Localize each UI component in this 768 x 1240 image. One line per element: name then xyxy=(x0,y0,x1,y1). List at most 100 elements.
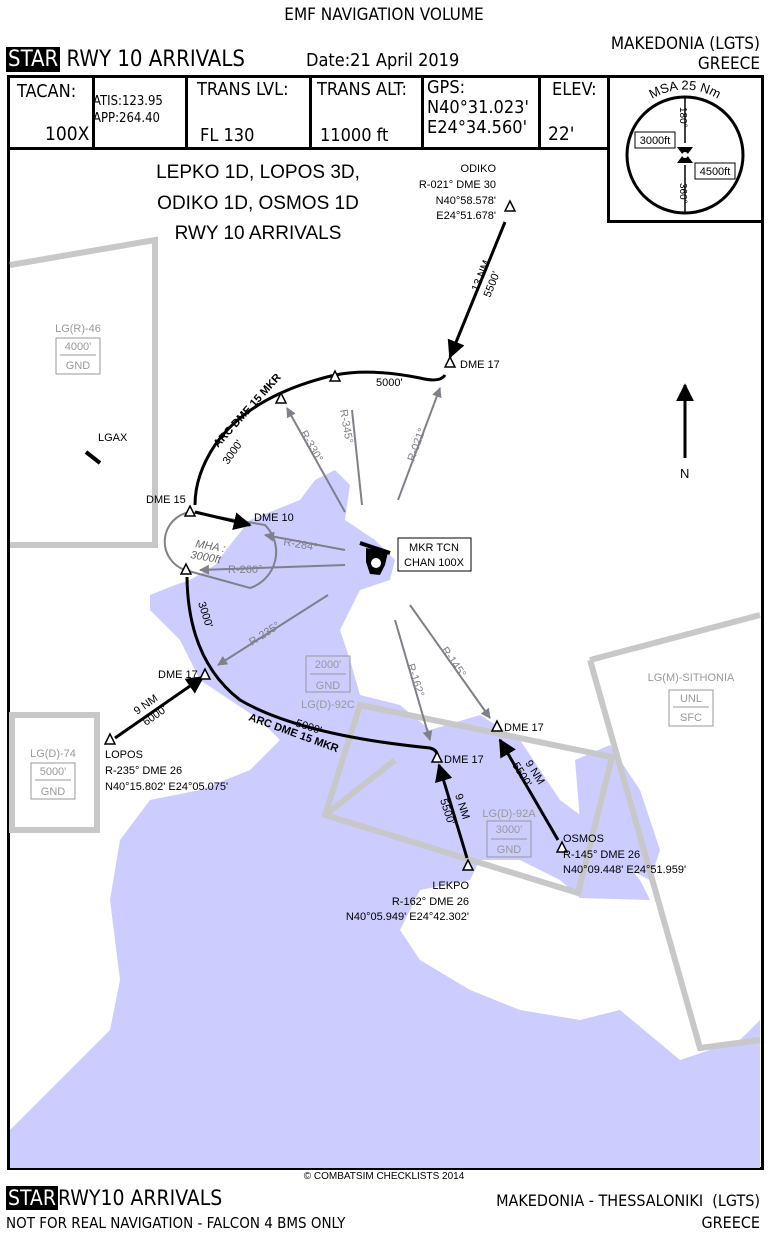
fix-dme17-west: DME 17 xyxy=(158,669,198,681)
footer-disclaimer: NOT FOR REAL NAVIGATION - FALCON 4 BMS O… xyxy=(6,1214,346,1232)
trans-alt-value: 11000 ft xyxy=(320,125,389,146)
msa-alt-east: 4500ft xyxy=(700,166,731,178)
airspace-d92c-top: 2000' xyxy=(315,659,342,671)
country-name: GREECE xyxy=(697,54,760,74)
radial-345-label: R-345° xyxy=(337,408,355,444)
lgax-runway-icon xyxy=(84,450,102,465)
msa-radial-360: 360° xyxy=(677,183,688,204)
arc-north-label: ARC DME 15 MKR xyxy=(211,372,283,450)
chart-title-line-1: LEPKO 1D, LOPOS 3D, xyxy=(156,162,360,183)
osmos-coords: N40°09.448' E24°51.959' xyxy=(563,864,686,876)
fix-dme17-south: DME 17 xyxy=(444,754,484,766)
airspace-d92c-bottom: GND xyxy=(316,680,341,692)
gps-lat: N40°31.023' xyxy=(427,97,529,118)
procedure-name: RWY 10 ARRIVALS xyxy=(66,47,245,72)
lekpo-coords: N40°05.949' E24°42.302' xyxy=(346,911,469,923)
airspace-r46-top: 4000' xyxy=(65,341,92,353)
fix-dme17-southeast: DME 17 xyxy=(504,722,544,734)
msa-title-text: MSA 25 Nm xyxy=(646,78,723,102)
chart-title-line-3: RWY 10 ARRIVALS xyxy=(175,223,342,244)
navaid-name: MKR TCN xyxy=(409,542,459,554)
waypoint-lekpo: LEKPO R-162° DME 26 N40°05.949' E24°42.3… xyxy=(346,880,470,923)
star-badge: STAR xyxy=(6,47,61,72)
airspace-boundaries xyxy=(9,236,761,1052)
footer-star-badge: STAR xyxy=(6,1186,58,1210)
tacan-value: 100X xyxy=(45,123,90,145)
gps-block: GPS:N40°31.023'E24°34.560' xyxy=(427,78,529,138)
waypoint-odiko: ODIKO R-021° DME 30 N40°58.578' E24°51.6… xyxy=(419,163,497,222)
chart-title: LEPKO 1D, LOPOS 3D, ODIKO 1D, OSMOS 1D R… xyxy=(156,162,360,244)
waypoint-lopos: LOPOS R-235° DME 26 N40°15.802' E24°05.0… xyxy=(105,749,228,793)
footer-airport-block: MAKEDONIA - THESSALONIKI (LGTS) GREECE xyxy=(496,1190,760,1234)
trans-lvl-value: FL 130 xyxy=(200,125,255,146)
odiko-name: ODIKO xyxy=(461,163,497,175)
radial-162-label: R-162° xyxy=(404,662,426,698)
radial-260-label: R-260° xyxy=(228,564,262,576)
fix-dme10: DME 10 xyxy=(254,512,294,524)
airspace-d74-bottom: GND xyxy=(41,786,66,798)
msa-diagram: MSA 25 Nm 180° 360° 3000ft 4500ft xyxy=(625,78,745,215)
airspace-label-boxes xyxy=(30,337,714,858)
footer-title: STARRWY10 ARRIVALS xyxy=(6,1186,222,1210)
airspace-d92c-name: LG(D)-92C xyxy=(301,699,355,711)
trans-lvl-label: TRANS LVL: xyxy=(197,79,289,100)
tacan-symbol-icon xyxy=(359,541,391,575)
date-label: Date: xyxy=(306,50,351,71)
radial-labels: R-021° R-345° R-330° R-284° R-260° R-235… xyxy=(228,408,468,698)
airspace-r46-name: LG(R)-46 xyxy=(55,323,101,335)
lopos-radial: R-235° DME 26 xyxy=(105,765,182,777)
msa-title: MSA 25 Nm xyxy=(646,78,723,102)
gps-lon: E24°34.560' xyxy=(427,117,528,138)
radial-145-label: R-145° xyxy=(439,645,469,680)
water-area-east xyxy=(575,745,660,880)
airspace-d74-top: 5000' xyxy=(40,766,67,778)
footer-airport: MAKEDONIA - THESSALONIKI (LGTS) xyxy=(496,1191,760,1210)
msa-radial-180: 180° xyxy=(677,107,688,128)
footer-procedure: RWY10 ARRIVALS xyxy=(57,1186,223,1210)
volume-title: EMF NAVIGATION VOLUME xyxy=(284,5,484,25)
holding-mha-value: 3000ft xyxy=(189,549,222,566)
fix-dme15: DME 15 xyxy=(146,494,186,506)
navaid-channel: CHAN 100X xyxy=(404,557,465,569)
airspace-d92a-top: 3000' xyxy=(496,824,523,836)
osmos-name: OSMOS xyxy=(563,833,604,845)
lgax-label: LGAX xyxy=(98,432,128,444)
navaid-box xyxy=(397,537,472,572)
airspace-d74-name: LG(D)-74 xyxy=(30,748,76,760)
radial-021-label: R-021° xyxy=(406,427,429,463)
trans-alt-label: TRANS ALT: xyxy=(317,79,407,100)
gps-label: GPS: xyxy=(427,77,466,98)
airport-block: MAKEDONIA (LGTS) GREECE xyxy=(611,34,760,74)
app-freq: APP:264.40 xyxy=(93,111,160,126)
waypoint-labels: ODIKO R-021° DME 30 N40°58.578' E24°51.6… xyxy=(98,163,689,923)
airspace-sithonia-top: UNL xyxy=(680,693,702,705)
airspace-d92a-bottom: GND xyxy=(497,844,522,856)
tacan-label: TACAN: xyxy=(17,81,77,102)
waypoint-osmos: OSMOS R-145° DME 26 N40°09.448' E24°51.9… xyxy=(563,833,686,876)
odiko-radial: R-021° DME 30 xyxy=(419,179,496,191)
elev-value: 22' xyxy=(548,123,575,145)
lopos-name: LOPOS xyxy=(105,749,143,761)
lekpo-name: LEKPO xyxy=(432,880,469,892)
chart-title-line-2: ODIKO 1D, OSMOS 1D xyxy=(157,193,359,214)
airspace-r46-bottom: GND xyxy=(66,360,91,372)
elev-label: ELEV: xyxy=(552,79,597,100)
fix-dme17-north: DME 17 xyxy=(460,359,500,371)
airspace-sithonia-name: LG(M)-SITHONIA xyxy=(648,672,735,684)
chart-frame xyxy=(7,147,764,1170)
arc-north-altitude: 5000' xyxy=(376,377,403,389)
odiko-lon: E24°51.678' xyxy=(436,210,496,222)
arrival-routes xyxy=(114,221,560,859)
msa-alt-west: 3000ft xyxy=(640,135,671,147)
date-value: 21 April 2019 xyxy=(350,50,460,71)
airport-name: MAKEDONIA (LGTS) xyxy=(610,34,760,54)
footer-country: GREECE xyxy=(701,1213,761,1232)
holding-mha-label: MHA : xyxy=(194,538,226,555)
holding-labels: MHA : 3000ft xyxy=(189,538,226,566)
osmos-radial: R-145° DME 26 xyxy=(563,849,640,861)
lekpo-radial: R-162° DME 26 xyxy=(392,896,469,908)
north-label: N xyxy=(680,466,689,481)
radial-284-label: R-284° xyxy=(282,536,318,554)
